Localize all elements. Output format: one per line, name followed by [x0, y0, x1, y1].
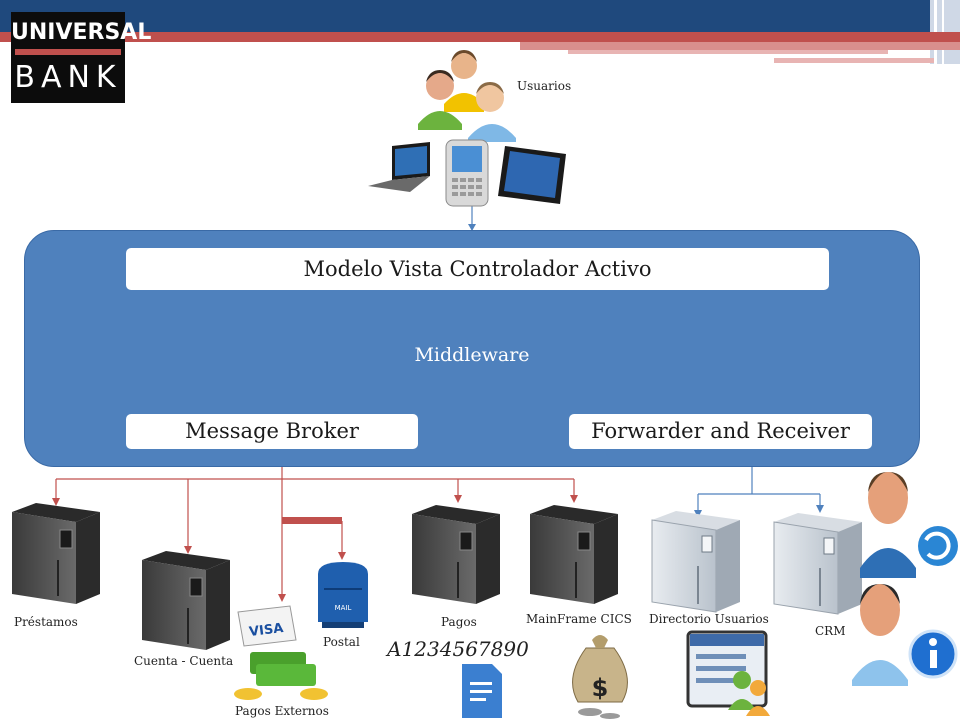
label-directorio: Directorio Usuarios — [649, 612, 769, 626]
forwarder-receiver-box: Forwarder and Receiver — [569, 414, 872, 449]
user-refresh-icon — [860, 472, 958, 578]
smartphone-icon — [445, 139, 489, 207]
mailbox-text: MAIL — [335, 604, 352, 612]
server-crm-icon — [773, 513, 862, 615]
visa-text: VISA — [248, 621, 284, 640]
mailbox-icon: MAIL — [318, 562, 368, 628]
user-info-icon — [852, 584, 958, 686]
middleware-label: Middleware — [414, 344, 530, 366]
top-banner — [0, 0, 960, 32]
server-directorio-icon — [651, 511, 740, 613]
banner-red-stripe — [0, 32, 960, 42]
laptop-icon — [368, 142, 430, 192]
logo-line2: BANK — [14, 60, 122, 95]
banner-red-thin-2 — [568, 50, 888, 54]
tablet-icon — [498, 146, 566, 204]
label-pagos: Pagos — [441, 615, 477, 629]
message-broker-box: Message Broker — [126, 414, 418, 449]
postal-bar — [282, 517, 342, 524]
server-pagos-icon — [412, 505, 500, 604]
users-label: Usuarios — [517, 79, 572, 93]
label-pagos-externos: Pagos Externos — [235, 704, 329, 718]
label-crm: CRM — [815, 624, 846, 638]
label-postal: Postal — [323, 635, 360, 649]
serial-number-icon: A1234567890 — [385, 637, 529, 661]
user-directory-icon — [686, 630, 770, 716]
label-cuenta: Cuenta - Cuenta — [134, 654, 234, 668]
label-prestamos: Préstamos — [14, 615, 78, 629]
mvc-box: Modelo Vista Controlador Activo — [126, 248, 829, 290]
serial-text: A1234567890 — [385, 637, 529, 661]
server-cuenta-icon — [142, 551, 230, 650]
document-icon — [462, 664, 502, 718]
money-bag-icon: $ — [572, 635, 628, 719]
label-mainframe: MainFrame CICS — [526, 612, 632, 626]
banner-red-thin-1 — [520, 42, 960, 50]
universal-bank-logo: UNIVERSAL BANK — [11, 12, 151, 103]
broker-connectors — [55, 449, 575, 600]
credit-cards-money-icon: VISA — [234, 605, 328, 700]
money-symbol: $ — [592, 674, 609, 702]
server-mainframe-icon — [530, 505, 618, 604]
server-prestamos-icon — [12, 503, 100, 604]
